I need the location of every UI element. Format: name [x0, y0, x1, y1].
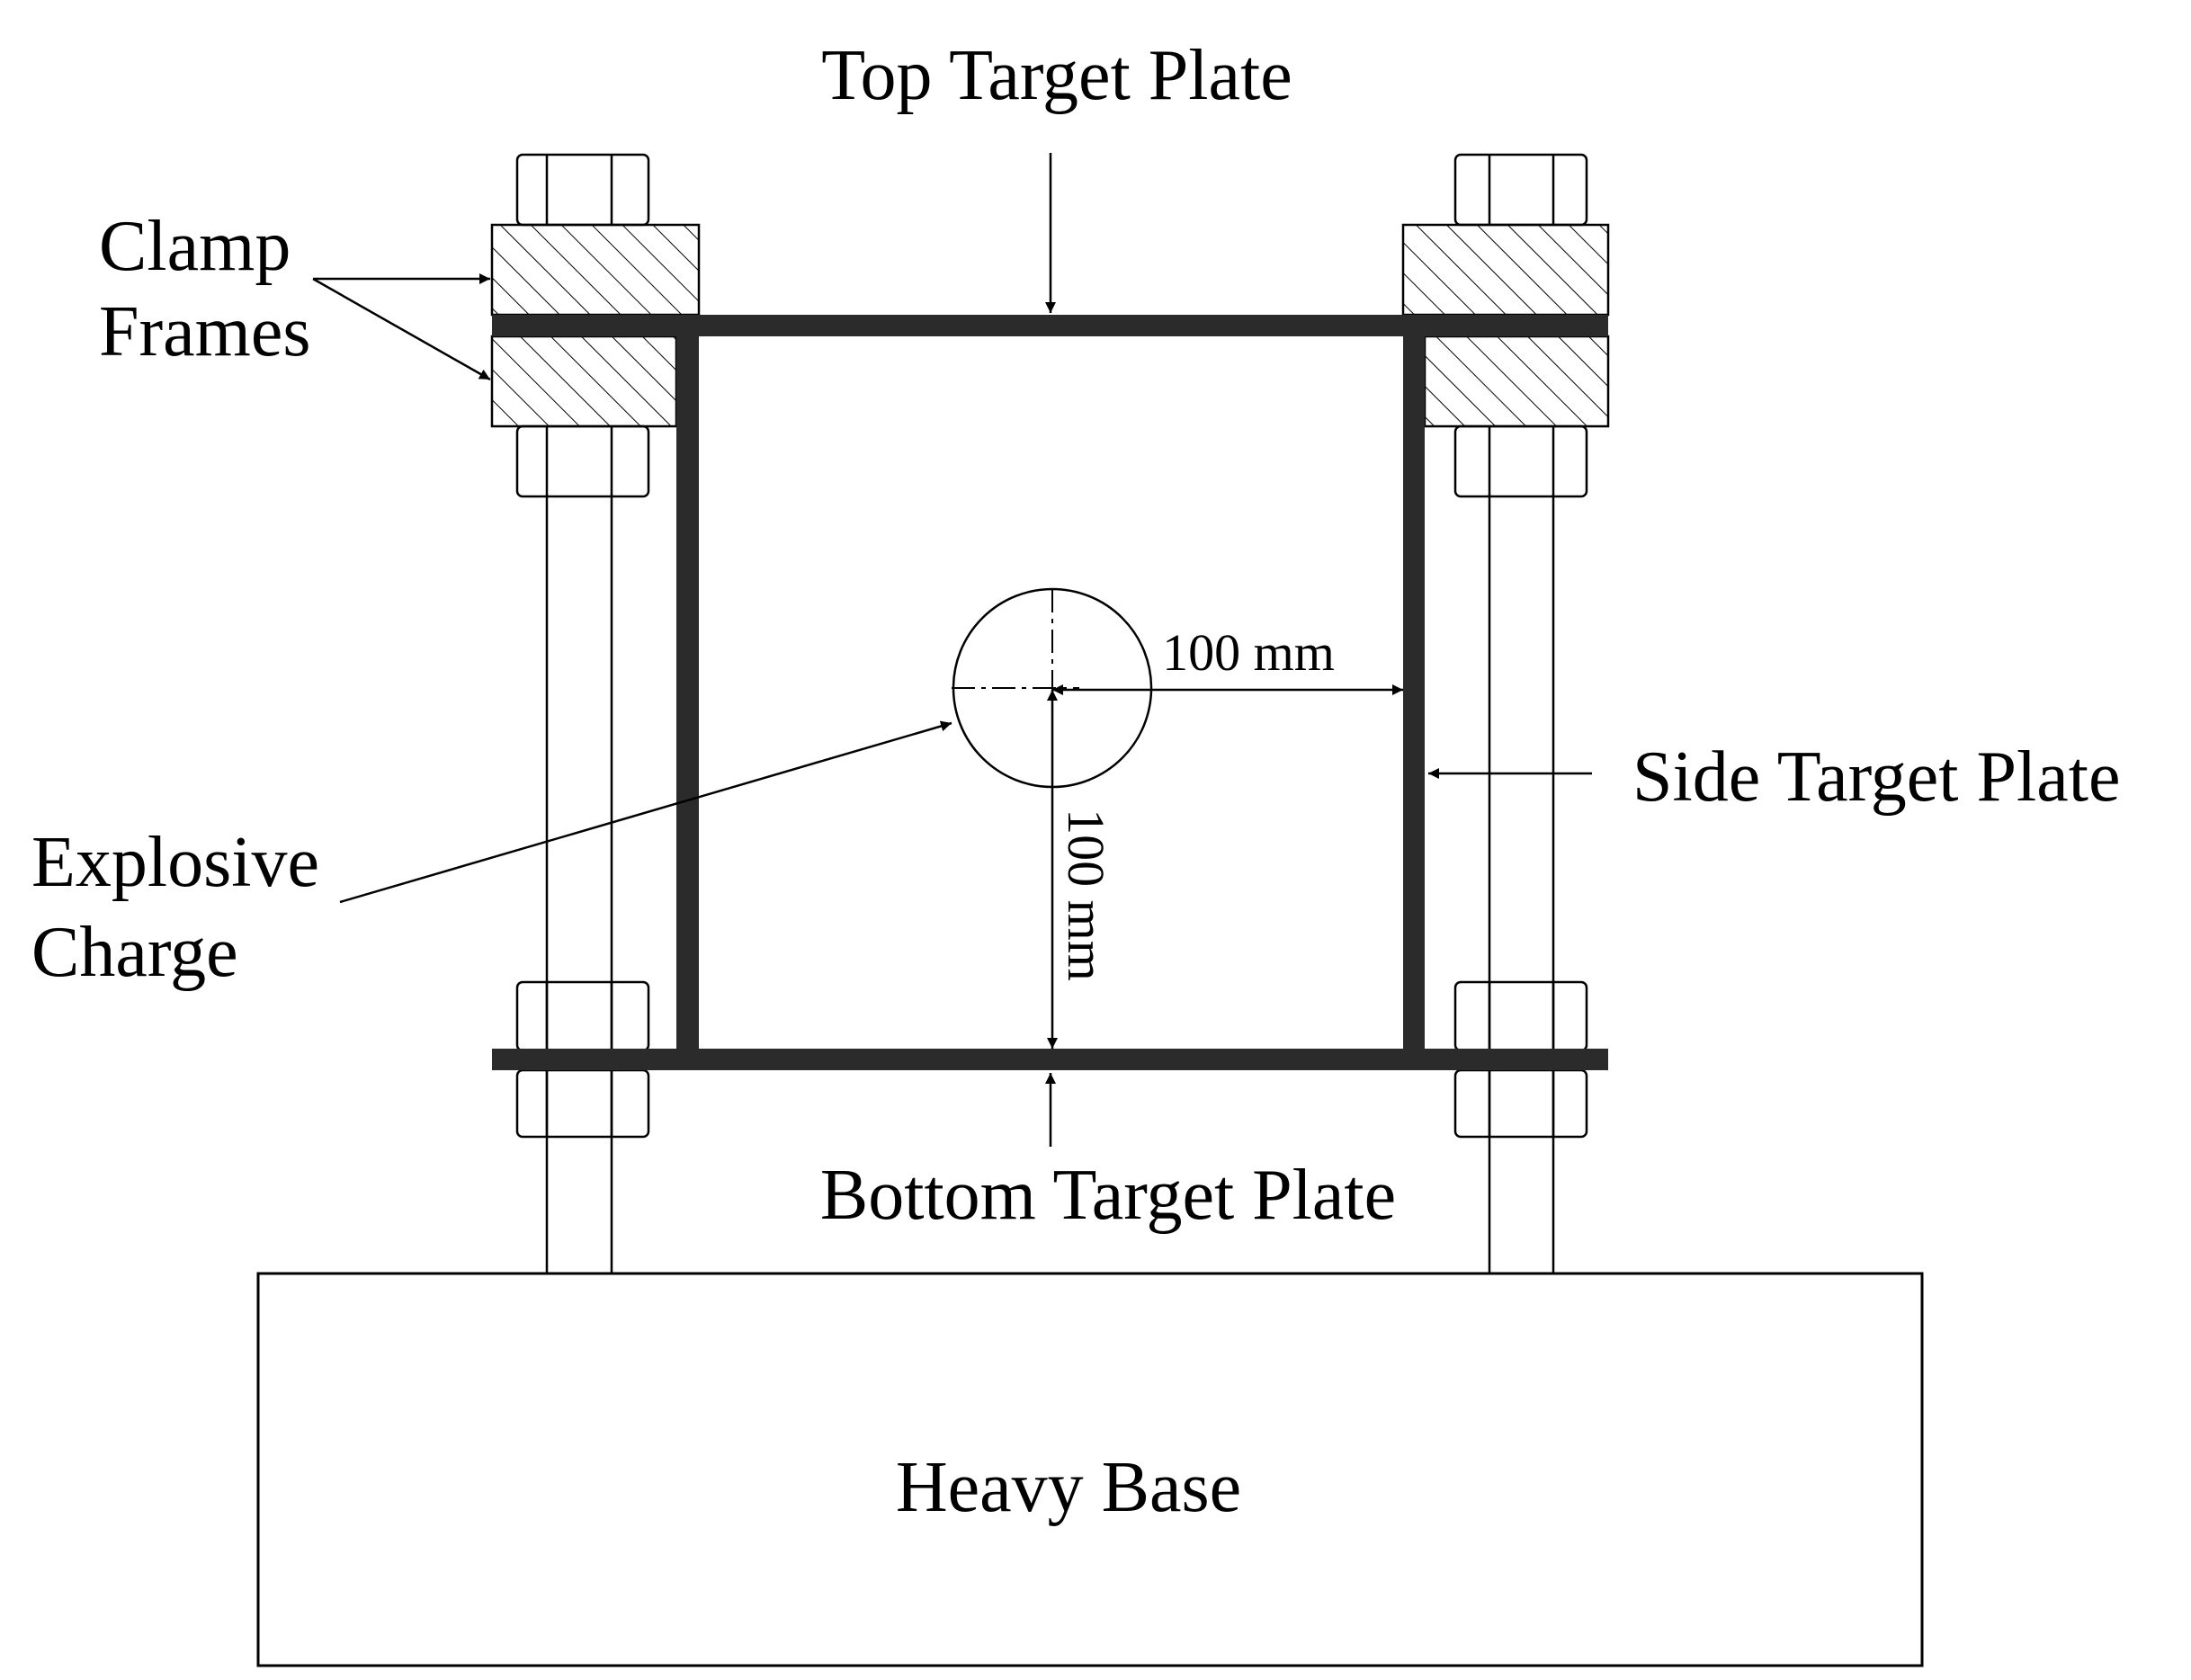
explosive-leader — [339, 720, 952, 904]
side-target-plate-label: Side Target Plate — [1632, 737, 2120, 817]
clamp-frame-bottom-right — [1423, 335, 1610, 428]
clamp-leader-lower — [312, 277, 491, 381]
right-lower-nut-top — [1453, 980, 1588, 1052]
clamp-frames-label-line1: Clamp — [99, 207, 291, 286]
left-mid-nut — [515, 424, 650, 498]
right-lower-nut-bottom — [1453, 1068, 1588, 1139]
clamp-frames-label-line2: Frames — [99, 292, 311, 371]
bottom-target-plate — [492, 1049, 1608, 1070]
left-lower-nut-bottom — [515, 1068, 650, 1139]
explosive-charge-label-line2: Charge — [31, 913, 238, 992]
vertical-dimension-label: 100 mm — [1057, 809, 1115, 981]
left-lower-nut-top — [515, 980, 650, 1052]
heavy-base-label: Heavy Base — [896, 1448, 1241, 1527]
explosive-charge-label-line1: Explosive — [31, 823, 319, 902]
right-top-nut — [1453, 153, 1588, 227]
heavy-base — [256, 1272, 1924, 1667]
right-side-target-plate — [1403, 336, 1425, 1051]
clamp-frame-bottom-left — [490, 335, 678, 428]
left-side-target-plate — [676, 336, 699, 1051]
clamp-frame-top-right — [1401, 223, 1610, 317]
bottom-target-plate-label: Bottom Target Plate — [820, 1156, 1396, 1235]
horizontal-dimension-label: 100 mm — [1162, 623, 1335, 682]
right-mid-nut — [1453, 424, 1588, 498]
top-target-plate-label: Top Target Plate — [821, 36, 1292, 115]
top-target-plate — [492, 315, 1608, 336]
left-top-nut — [515, 153, 650, 227]
clamp-frame-top-left — [490, 223, 701, 317]
